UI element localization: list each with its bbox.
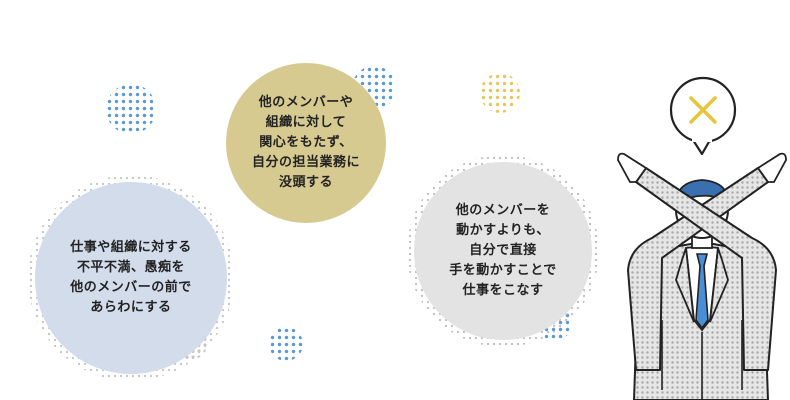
bubble-line: 関心をもたず、 — [259, 135, 353, 150]
bubble-line: 自分で直接 — [469, 243, 537, 258]
dot-cluster-blue-upper-left — [106, 84, 156, 134]
businessman-figure — [617, 76, 787, 400]
bubble-complaints: 仕事や組織に対する 不平不満、愚痴を 他のメンバーの前で あらわにする — [35, 182, 227, 374]
bubble-do-it-yourself-text: 他のメンバーを 動かすよりも、 自分で直接 手を動かすことで 仕事をこなす — [449, 201, 557, 301]
bubble-indifference-text: 他のメンバーや 組織に対して 関心をもたず、 自分の担当業務に 没頭する — [252, 93, 360, 193]
bubble-line: 組織に対して — [265, 115, 347, 130]
bubble-line: 没頭する — [278, 175, 333, 190]
bubble-complaints-text: 仕事や組織に対する 不平不満、愚痴を 他のメンバーの前で あらわにする — [70, 238, 192, 318]
bubble-line: 手を動かすことで — [449, 263, 557, 278]
speech-bubble — [669, 76, 737, 156]
cross-mark-icon — [689, 96, 717, 124]
dot-cluster-blue-bottom-center — [269, 327, 303, 361]
bubble-line: 仕事や組織に対する — [70, 240, 192, 255]
bubble-indifference: 他のメンバーや 組織に対して 関心をもたず、 自分の担当業務に 没頭する — [226, 63, 386, 223]
bubble-line: 他のメンバーや — [258, 95, 354, 110]
bubble-do-it-yourself: 他のメンバーを 動かすよりも、 自分で直接 手を動かすことで 仕事をこなす — [414, 162, 592, 340]
bubble-line: 自分の担当業務に — [251, 155, 360, 170]
bubble-line: 他のメンバーを — [455, 203, 551, 218]
bubble-line: あらわにする — [90, 300, 172, 315]
crossed-arms — [617, 152, 787, 371]
bubble-line: 仕事をこなす — [462, 283, 544, 298]
bubble-line: 他のメンバーの前で — [70, 280, 192, 295]
bubble-line: 不平不満、愚痴を — [76, 260, 185, 275]
bubble-line: 動かすよりも、 — [456, 223, 550, 238]
dot-cluster-yellow-top-right — [480, 73, 520, 113]
